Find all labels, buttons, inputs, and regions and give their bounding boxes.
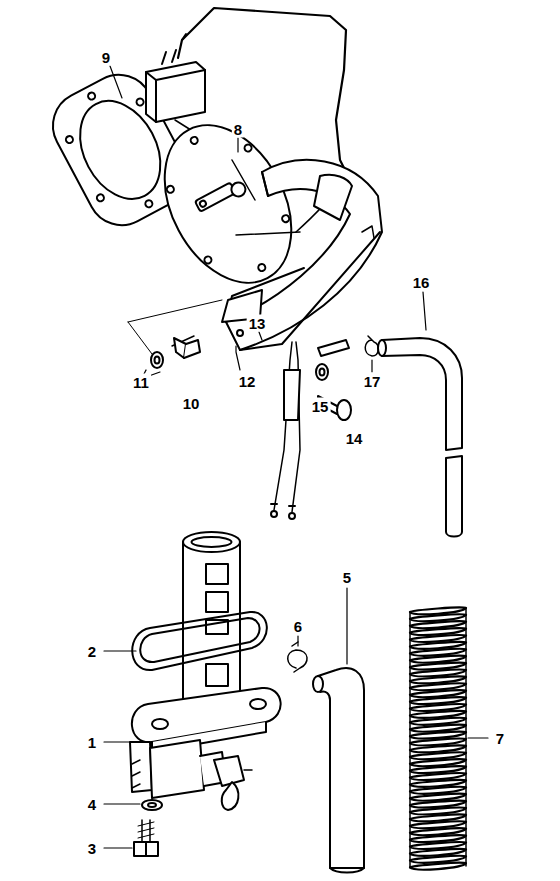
callout-number: 7: [494, 730, 506, 747]
callout-number: 17: [362, 373, 383, 390]
callout-number: 14: [344, 430, 365, 447]
callout-number: 2: [86, 643, 98, 660]
callout-number: 6: [292, 618, 304, 635]
outlet-nipple: [318, 340, 349, 356]
fuel-hose: [313, 668, 364, 872]
callout-number: 11: [131, 374, 151, 391]
bolt: [134, 820, 158, 856]
washer-hole: [320, 369, 325, 376]
connector: [271, 511, 277, 517]
leader-lines: [104, 66, 488, 848]
callout-number: 5: [341, 569, 353, 586]
float-arm-tip: [182, 34, 186, 40]
spring: [410, 607, 466, 869]
washer: [142, 800, 162, 810]
washer: [151, 352, 163, 368]
callout-number: 13: [247, 315, 268, 332]
callout-number: 15: [310, 398, 331, 415]
callout-number: 10: [181, 395, 202, 412]
assembly-line: [128, 300, 222, 322]
callout-number: 8: [232, 121, 244, 138]
hose-clip: [365, 336, 378, 356]
bolt: [172, 336, 200, 358]
callout-number: 16: [411, 274, 432, 291]
float: [222, 160, 382, 350]
callout-number: 3: [86, 840, 98, 857]
lead-wires: [274, 342, 300, 512]
washer-hole: [148, 803, 156, 807]
connector: [289, 513, 295, 519]
washer-hole: [155, 357, 160, 364]
fuel-hose: [378, 338, 462, 537]
connector-crimp: [271, 504, 295, 506]
callout-number: 9: [100, 49, 112, 66]
o-ring: [132, 612, 267, 670]
spring-coil: [410, 863, 466, 870]
assembly-line: [128, 322, 152, 354]
callout-number: 1: [86, 734, 98, 751]
callout-number: 12: [237, 373, 258, 390]
callout-number: 4: [86, 796, 98, 813]
wire-sleeve: [284, 370, 300, 420]
hose-clip: [288, 642, 307, 672]
spring-side: [410, 608, 466, 868]
fuel-cock-body: [130, 688, 281, 810]
washer: [316, 364, 328, 380]
